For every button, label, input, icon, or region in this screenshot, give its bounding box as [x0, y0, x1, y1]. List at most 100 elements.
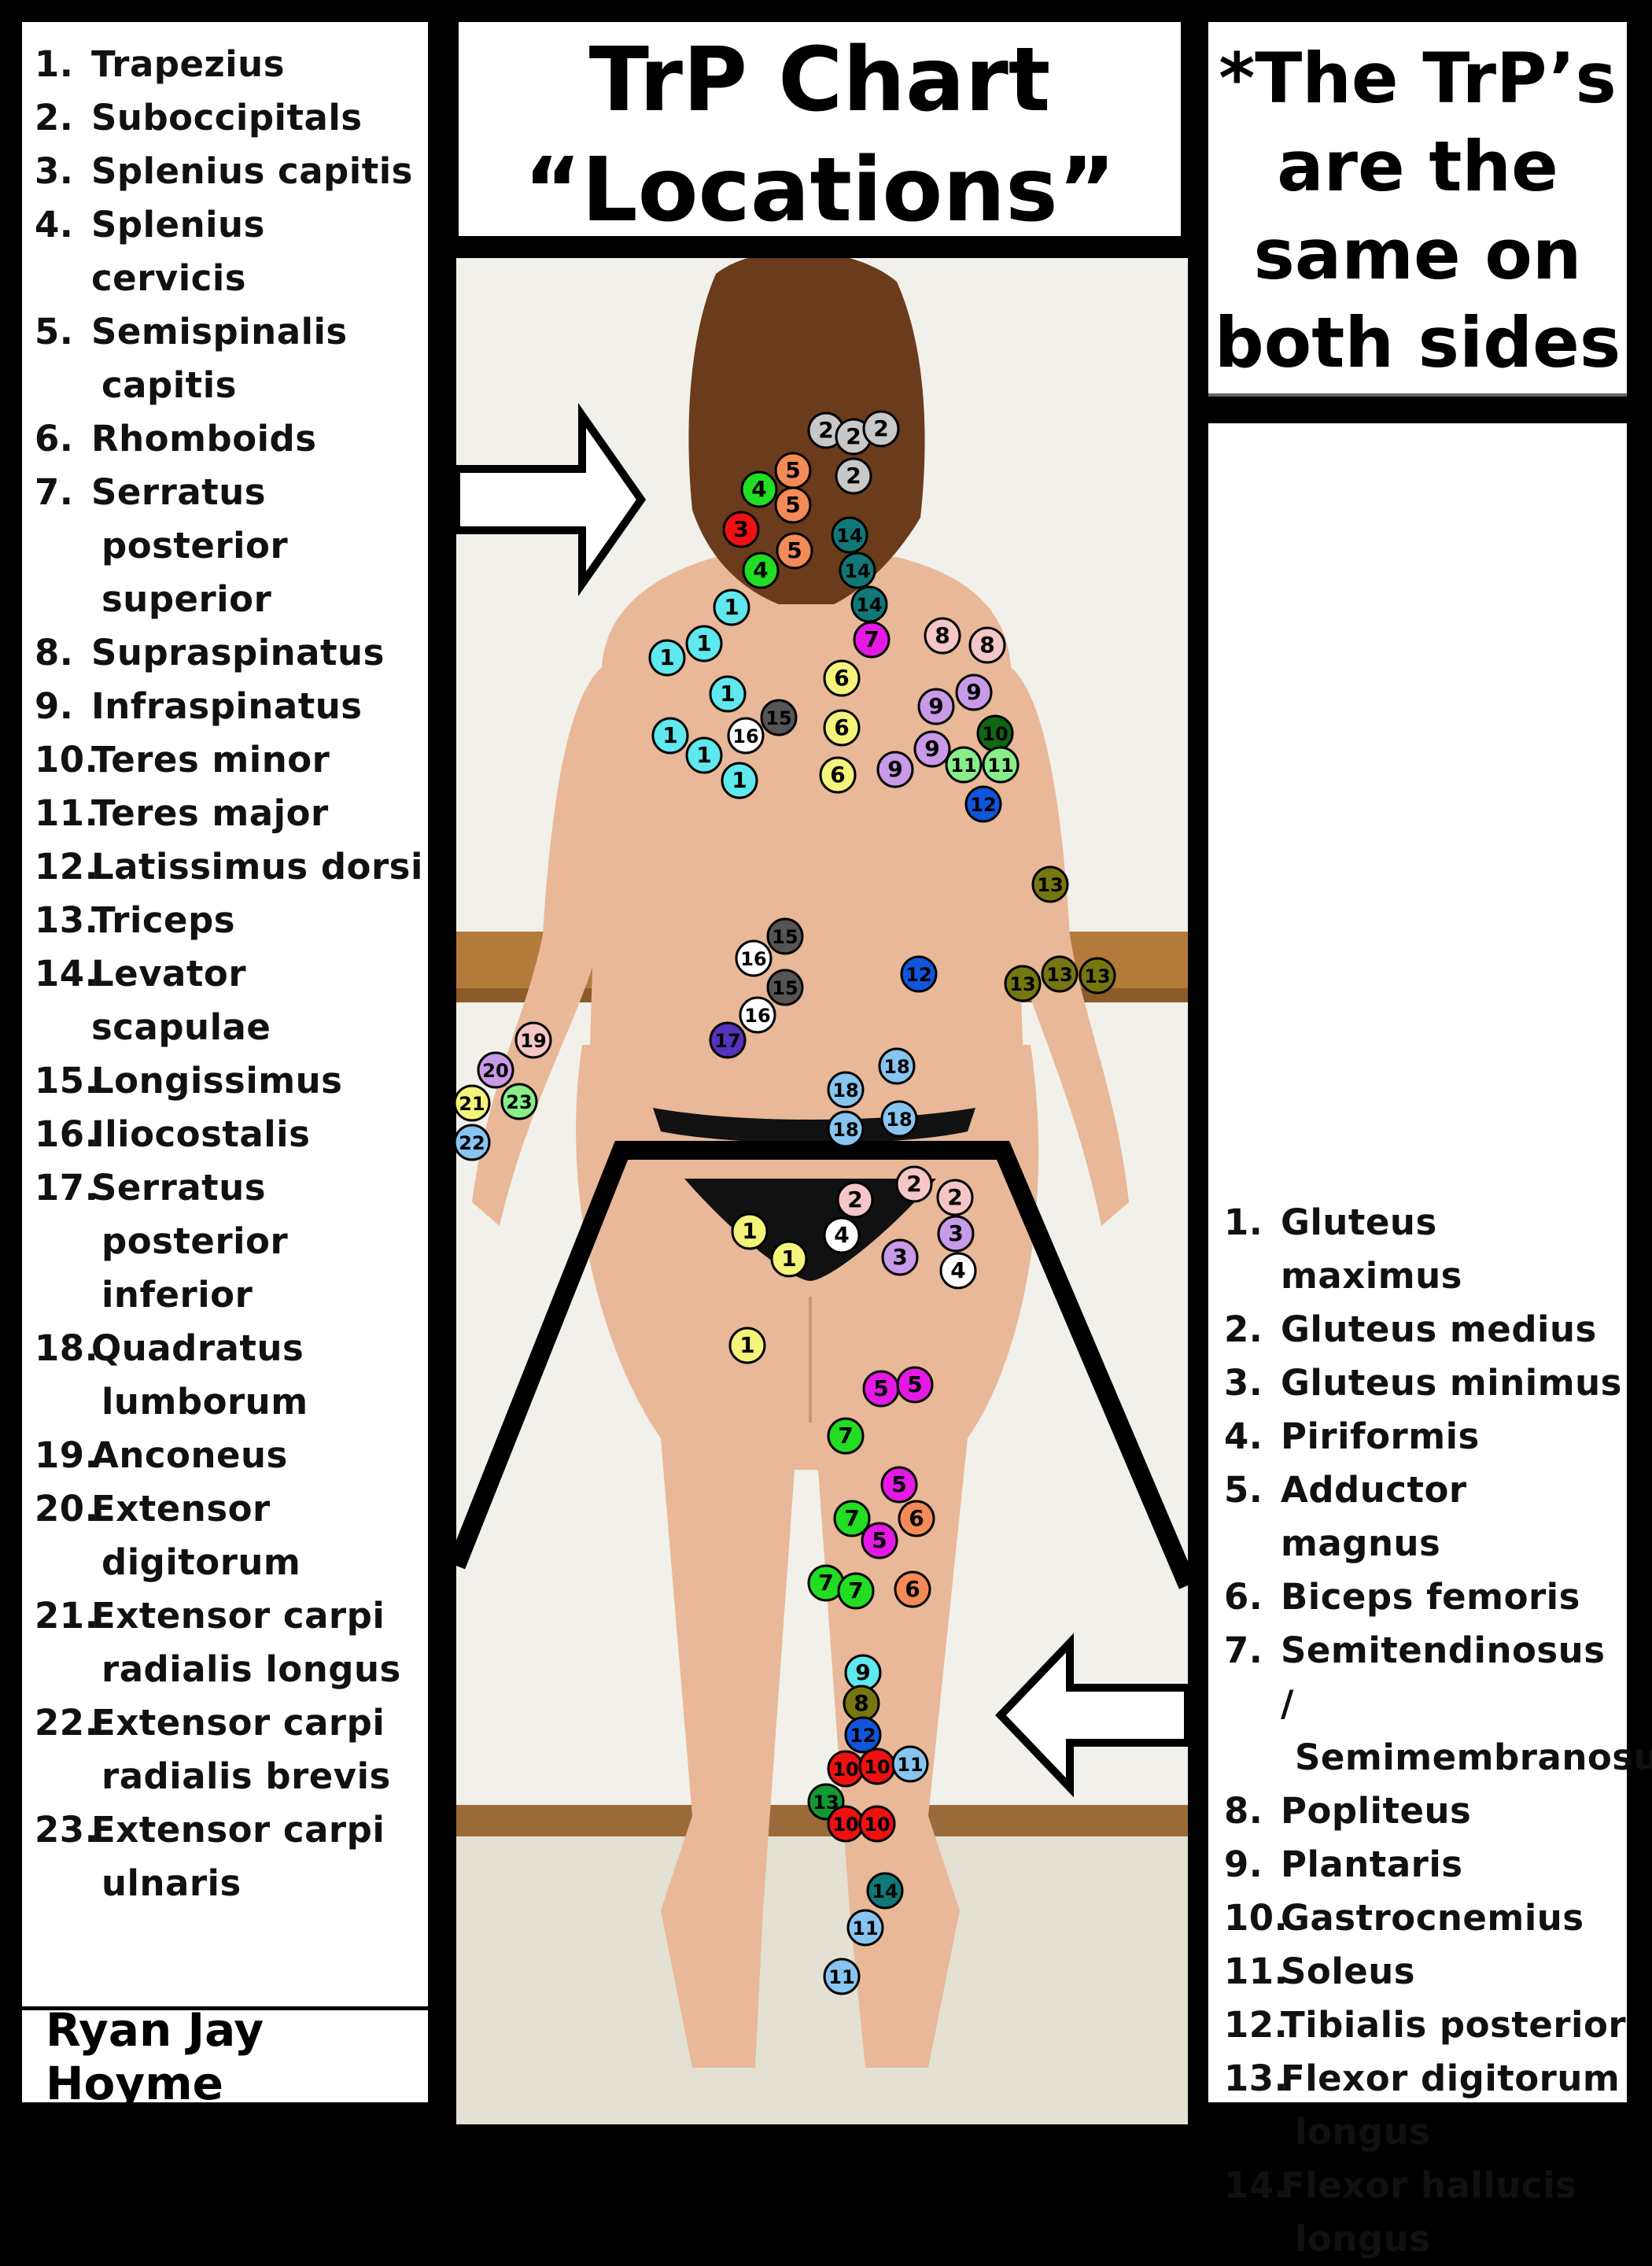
upper-legend-label: Trapezius: [91, 43, 285, 85]
title-box: TrP Chart “Locations”: [459, 22, 1181, 242]
upper-legend-label: capitis: [101, 364, 237, 406]
upper-legend-item-21: radialis longus: [35, 1643, 428, 1696]
upper-legend-item-3: 3.Splenius capitis: [35, 145, 428, 198]
note-line-1: *The TrP’s: [1219, 38, 1617, 119]
lower-legend-number: 11.: [1224, 1950, 1289, 1992]
upper-legend-number: 12.: [35, 846, 99, 888]
lower-legend-item-9: 9.Plantaris: [1224, 1838, 1627, 1891]
upper-legend-number: 8.: [35, 632, 74, 674]
lower-legend-item-1: 1.Gluteus maximus: [1224, 1196, 1627, 1303]
upper-legend-number: 20.: [35, 1488, 99, 1530]
upper-legend-label: ulnaris: [101, 1862, 242, 1904]
upper-legend-item-4: 4.Splenius cervicis: [35, 198, 428, 305]
upper-legend-item-14: 14.Levator scapulae: [35, 947, 428, 1054]
upper-legend-number: 15.: [35, 1060, 99, 1102]
upper-legend-label: Latissimus dorsi: [91, 846, 423, 888]
upper-legend-number: 1.: [35, 43, 74, 85]
upper-legend-label: Supraspinatus: [91, 632, 385, 674]
lower-legend-number: 5.: [1224, 1469, 1263, 1511]
note-line-4: both sides: [1214, 302, 1621, 383]
upper-legend-number: 5.: [35, 311, 74, 352]
lower-legend-label: Gluteus maximus: [1281, 1201, 1462, 1297]
upper-legend-label: Anconeus: [91, 1434, 288, 1476]
upper-legend-label: radialis brevis: [101, 1755, 391, 1797]
lower-legend-number: 6.: [1224, 1576, 1263, 1618]
lower-legend-label: Flexor digitorum: [1281, 2057, 1621, 2099]
upper-legend-label: digitorum: [101, 1541, 301, 1583]
upper-legend-label: Iliocostalis: [91, 1113, 311, 1155]
upper-legend-label: Levator scapulae: [91, 953, 271, 1048]
lower-legend-item-4: 4. Piriformis: [1224, 1410, 1627, 1463]
lower-legend-label: Gluteus medius: [1281, 1308, 1597, 1350]
upper-legend-label: Serratus: [91, 1167, 267, 1209]
upper-legend-item-8: 8. Supraspinatus: [35, 626, 428, 680]
upper-legend-item-17: inferior: [35, 1268, 428, 1322]
upper-legend-item-21: 21.Extensor carpi: [35, 1589, 428, 1643]
upper-legend-number: 23.: [35, 1809, 99, 1851]
lower-legend-number: 9.: [1224, 1843, 1263, 1885]
upper-legend-label: lumborum: [101, 1381, 308, 1423]
lower-legend-item-7: 7.Semitendinosus /: [1224, 1624, 1627, 1731]
upper-legend-item-5: capitis: [35, 359, 428, 412]
lower-legend-label: Soleus: [1281, 1950, 1416, 1992]
upper-legend-label: Extensor carpi: [91, 1595, 385, 1637]
upper-legend-item-12: 12.Latissimus dorsi: [35, 840, 428, 894]
lower-legend-item-14: longus: [1224, 2212, 1627, 2266]
upper-legend-label: Serratus: [91, 471, 267, 513]
upper-legend-number: 3.: [35, 150, 74, 192]
lower-legend-label: longus: [1295, 2218, 1431, 2260]
upper-legend-label: Splenius cervicis: [91, 204, 265, 299]
lower-legend-item-13: longus: [1224, 2105, 1627, 2159]
upper-legend-item-5: 5. Semispinalis: [35, 305, 428, 359]
upper-legend-number: 16.: [35, 1113, 99, 1155]
lower-legend-label: Piriformis: [1281, 1415, 1480, 1457]
upper-legend-item-19: 19.Anconeus: [35, 1429, 428, 1482]
lower-legend-item-11: 11.Soleus: [1224, 1945, 1627, 1998]
lower-legend-number: 10.: [1224, 1897, 1289, 1939]
note-line-3: same on: [1253, 214, 1582, 295]
upper-legend-item-17: 17.Serratus: [35, 1161, 428, 1215]
back-view-photo: [456, 258, 1188, 2124]
upper-body-legend: 1. Trapezius 2. Suboccipitals 3.Splenius cap…: [22, 22, 428, 2006]
lower-legend-label: Tibialis posterior: [1281, 2004, 1627, 2046]
upper-legend-number: 13.: [35, 899, 99, 941]
upper-legend-item-1: 1. Trapezius: [35, 38, 428, 91]
lower-legend-number: 2.: [1224, 1308, 1263, 1350]
upper-legend-item-16: 16.Iliocostalis: [35, 1108, 428, 1161]
upper-legend-number: 9.: [35, 685, 74, 727]
upper-legend-label: Suboccipitals: [91, 97, 363, 138]
lower-legend-label: longus: [1295, 2111, 1431, 2153]
upper-legend-number: 2.: [35, 97, 74, 138]
upper-legend-label: radialis longus: [101, 1648, 401, 1690]
upper-legend-label: Teres major: [91, 792, 329, 834]
lower-legend-label: Gastrocnemius: [1281, 1897, 1584, 1939]
upper-legend-list: 1. Trapezius 2. Suboccipitals 3.Splenius cap…: [35, 38, 428, 1910]
upper-legend-item-20: 20.Extensor: [35, 1482, 428, 1536]
chart-title: TrP Chart: [588, 29, 1051, 131]
upper-legend-item-23: 23.Extensor carpi: [35, 1803, 428, 1857]
note-line-2: are the: [1277, 126, 1558, 207]
lower-legend-label: Gluteus minimus: [1281, 1362, 1622, 1404]
lower-legend-item-7: Semimembranosus: [1224, 1731, 1652, 1784]
upper-legend-label: Extensor carpi: [91, 1809, 385, 1851]
lower-legend-item-10: 10.Gastrocnemius: [1224, 1891, 1627, 1945]
lower-legend-item-13: 13.Flexor digitorum: [1224, 2052, 1627, 2105]
lower-legend-number: 4.: [1224, 1415, 1263, 1457]
upper-legend-item-10: 10.Teres minor: [35, 733, 428, 787]
lower-legend-item-12: 12.Tibialis posterior: [1224, 1998, 1627, 2052]
upper-legend-label: Semispinalis: [91, 311, 348, 352]
lower-legend-item-14: 14.Flexor hallucis: [1224, 2159, 1627, 2212]
carpet: [456, 1836, 1188, 2124]
lower-legend-item-5: 5. Adductor magnus: [1224, 1463, 1627, 1570]
upper-legend-number: 7.: [35, 471, 74, 513]
lower-legend-item-6: 6.Biceps femoris: [1224, 1570, 1627, 1624]
baseboard: [456, 1805, 1188, 1836]
lower-legend-number: 3.: [1224, 1362, 1263, 1404]
upper-legend-item-11: 11.Teres major: [35, 787, 428, 840]
author-box: Ryan Jay Hoyme: [22, 2003, 428, 2110]
lower-legend-item-3: 3. Gluteus minimus: [1224, 1356, 1627, 1410]
hair: [688, 258, 925, 604]
upper-legend-number: 22.: [35, 1702, 99, 1744]
lower-legend-label: Adductor magnus: [1281, 1469, 1467, 1564]
upper-legend-item-22: radialis brevis: [35, 1750, 428, 1803]
